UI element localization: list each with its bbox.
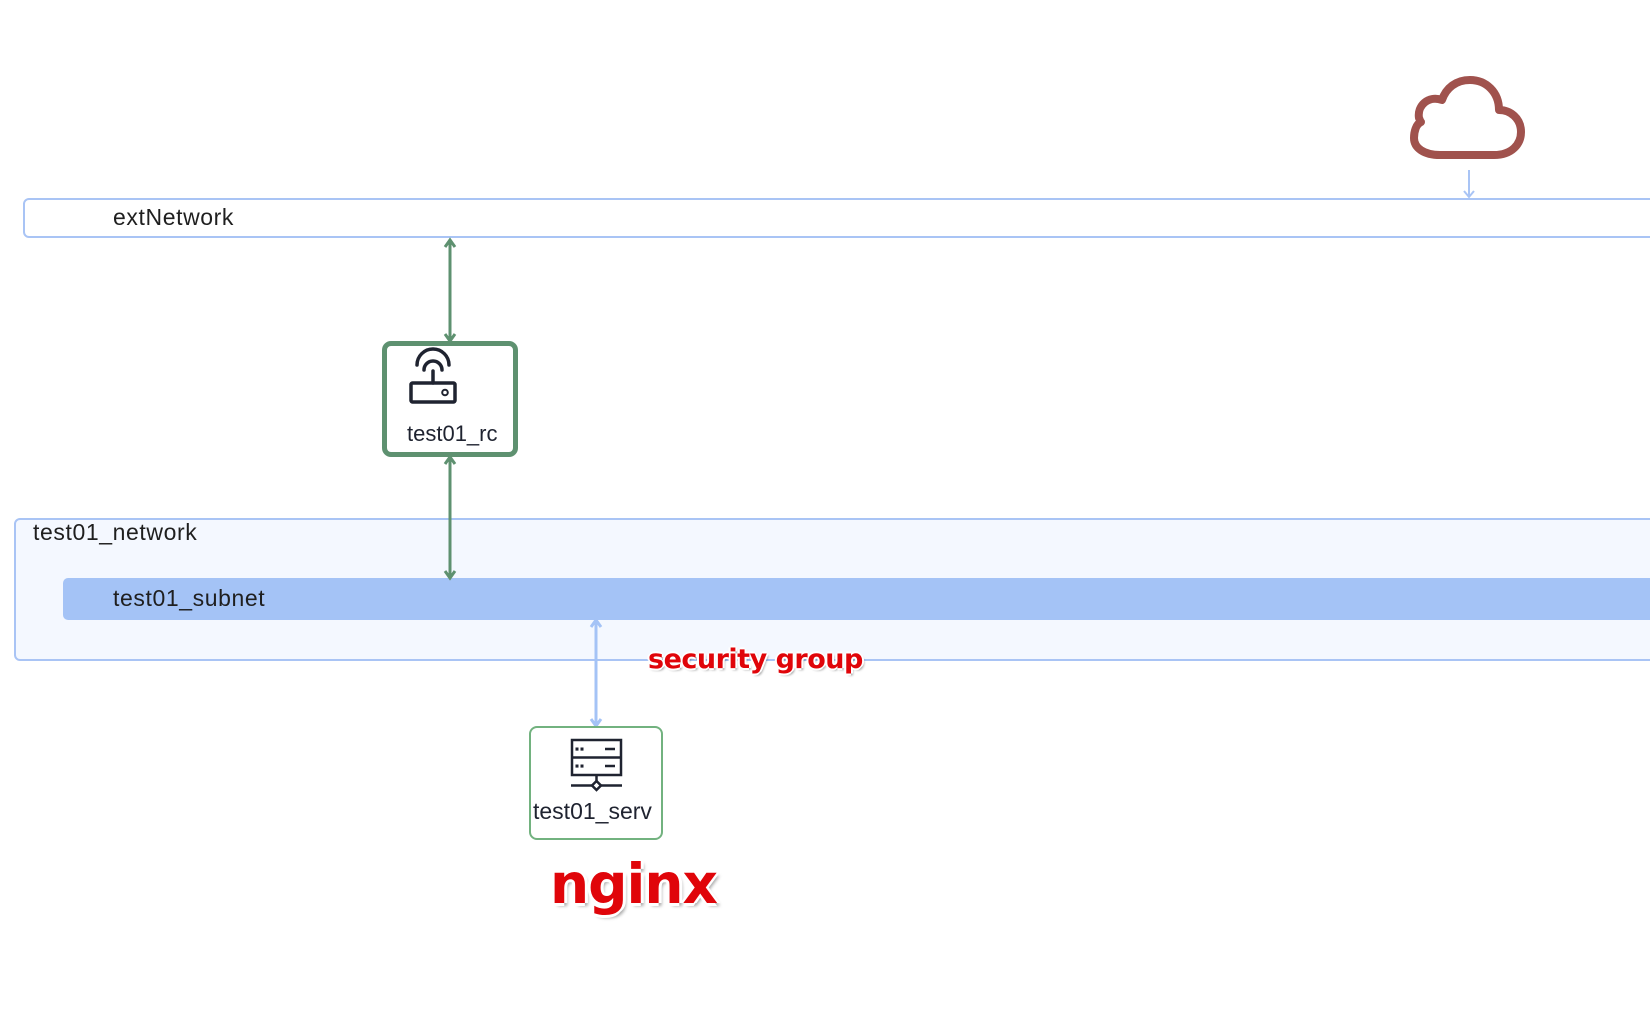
security-group-annotation: security group [648,644,863,675]
subnet-bar[interactable] [63,578,1650,620]
router-node[interactable]: test01_rc [382,341,518,457]
server-icon [570,738,623,792]
subnet-server-link [589,617,603,729]
nginx-annotation: nginx [550,852,718,916]
cloud-ext-link [1463,170,1475,199]
ext-router-link [443,237,457,344]
router-label: test01_rc [407,421,498,446]
router-icon [409,347,457,404]
ext-network-label: extNetwork [113,204,235,230]
ext-network-bar[interactable] [23,198,1650,238]
router-subnet-link [443,454,457,581]
server-label: test01_serv [533,798,652,824]
subnet-label: test01_subnet [113,585,266,611]
server-node[interactable]: test01_serv [529,726,663,840]
network-label: test01_network [33,519,198,545]
